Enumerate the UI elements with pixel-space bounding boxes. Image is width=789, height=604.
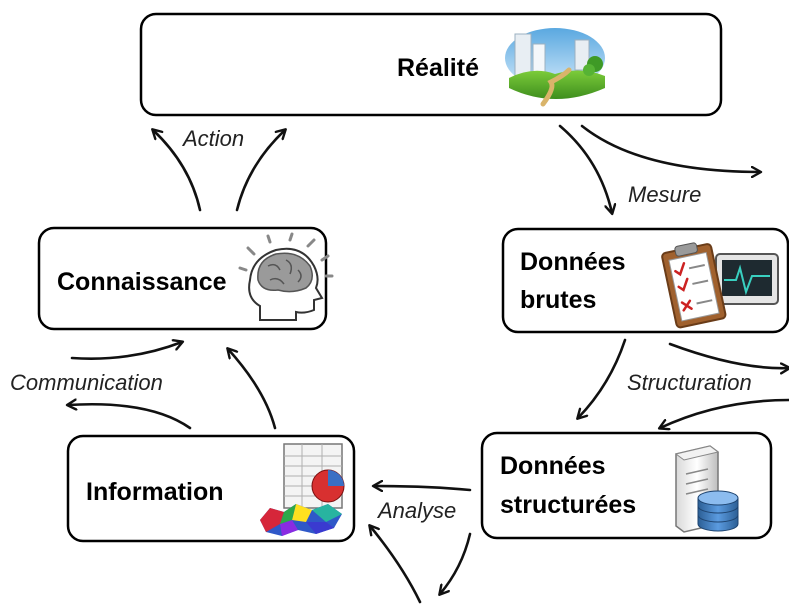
donnees-brutes-line1: Données (520, 248, 626, 276)
arrow-action-right (235, 130, 285, 212)
arrow-communication-in (70, 342, 182, 360)
arrow-analyse-up (370, 526, 422, 604)
arrow-analyse-left (374, 486, 472, 490)
server-database-icon (674, 445, 739, 533)
node-donnees-brutes: Données brutes (501, 227, 789, 334)
edge-label-structuration: Structuration (627, 370, 752, 395)
arrow-structuration-down (578, 338, 627, 418)
edge-label-mesure: Mesure (628, 182, 701, 207)
node-information: Information (66, 434, 356, 543)
arrow-structuration-in (660, 398, 789, 428)
arrow-action-left (153, 130, 202, 212)
connaissance-label: Connaissance (57, 268, 227, 296)
node-donnees-structurees: Données structurées (480, 431, 773, 540)
edge-label-communication: Communication (10, 370, 163, 395)
landscape-icon (505, 28, 605, 107)
arrow-information-to-connaissance (228, 349, 277, 430)
donnees-brutes-line2: brutes (520, 286, 596, 314)
arrow-analyse-down (440, 532, 472, 594)
realite-label: Réalité (397, 54, 479, 82)
node-connaissance: Connaissance (37, 226, 334, 331)
arrow-structuration-out (668, 342, 789, 368)
clipboard-monitor-icon (661, 242, 779, 329)
information-label: Information (86, 478, 224, 506)
node-realite: Réalité (139, 12, 723, 117)
spreadsheet-map-icon (260, 443, 345, 536)
edge-label-analyse: Analyse (376, 498, 456, 523)
arrow-communication-out (68, 404, 192, 430)
donnees-structurees-line2: structurées (500, 491, 636, 519)
arrow-mesure-down (558, 124, 612, 213)
arrows (68, 124, 789, 604)
brain-head-icon (238, 232, 334, 321)
donnees-structurees-line1: Données (500, 452, 606, 480)
edge-label-action: Action (181, 126, 244, 151)
arrow-mesure-out (580, 124, 760, 172)
